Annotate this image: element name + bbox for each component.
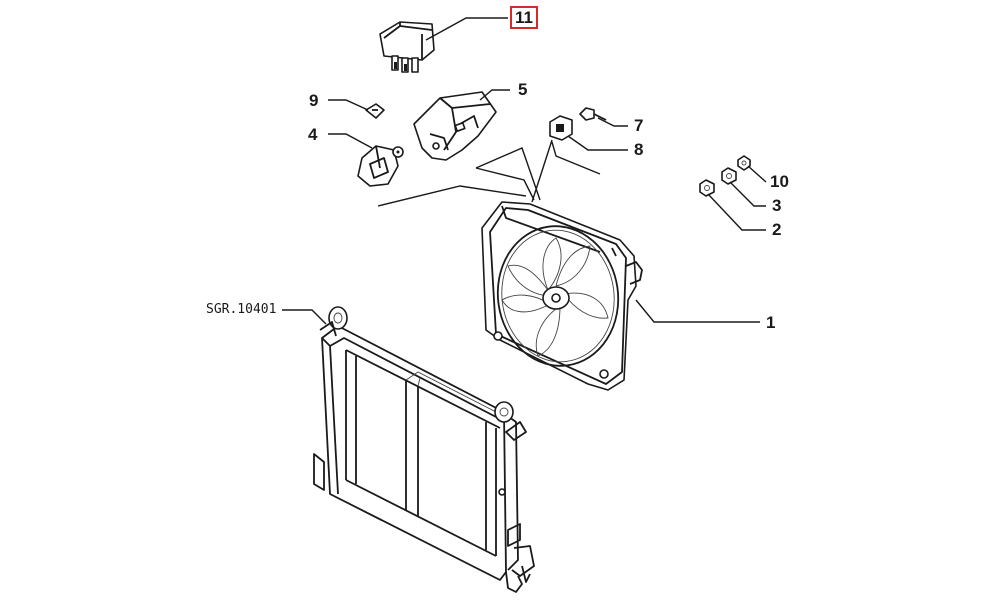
fan-blades bbox=[501, 237, 609, 357]
leader-11 bbox=[425, 17, 508, 41]
bracket-part-5[interactable] bbox=[413, 91, 497, 161]
fan-shroud-part-1[interactable] bbox=[481, 201, 643, 391]
assembly-guide-lines bbox=[377, 139, 601, 207]
leader-10 bbox=[747, 165, 767, 183]
callout-7[interactable]: 7 bbox=[634, 116, 644, 135]
grommet-part-3[interactable] bbox=[721, 167, 737, 185]
screw-part-7[interactable] bbox=[579, 107, 607, 121]
leader-5 bbox=[479, 89, 510, 101]
callout-10[interactable]: 10 bbox=[770, 172, 789, 191]
nut-part-10[interactable] bbox=[737, 155, 751, 171]
callout-4[interactable]: 4 bbox=[308, 125, 318, 144]
nut-part-8[interactable] bbox=[549, 115, 573, 141]
callout-9[interactable]: 9 bbox=[309, 91, 319, 110]
callout-8[interactable]: 8 bbox=[634, 140, 644, 159]
callout-2[interactable]: 2 bbox=[772, 220, 782, 239]
leader-4 bbox=[328, 133, 373, 149]
callout-1[interactable]: 1 bbox=[766, 313, 776, 332]
bolt-part-9[interactable] bbox=[365, 103, 385, 119]
sensor-part-4[interactable] bbox=[357, 145, 404, 187]
relay-part-11[interactable] bbox=[379, 21, 435, 73]
leader-1 bbox=[635, 299, 760, 323]
leader-7 bbox=[597, 117, 628, 127]
radiator-assembly[interactable] bbox=[313, 306, 535, 593]
reference-sgr-10401[interactable]: SGR.10401 bbox=[206, 302, 277, 317]
callout-11[interactable]: 11 bbox=[510, 6, 538, 29]
callout-3[interactable]: 3 bbox=[772, 196, 782, 215]
leader-8 bbox=[567, 135, 628, 151]
leader-2 bbox=[707, 193, 766, 231]
leader-3 bbox=[729, 181, 766, 207]
leader-sgr bbox=[282, 309, 327, 325]
washer-part-2[interactable] bbox=[699, 179, 715, 197]
callout-5[interactable]: 5 bbox=[518, 80, 528, 99]
leader-9 bbox=[328, 99, 369, 111]
